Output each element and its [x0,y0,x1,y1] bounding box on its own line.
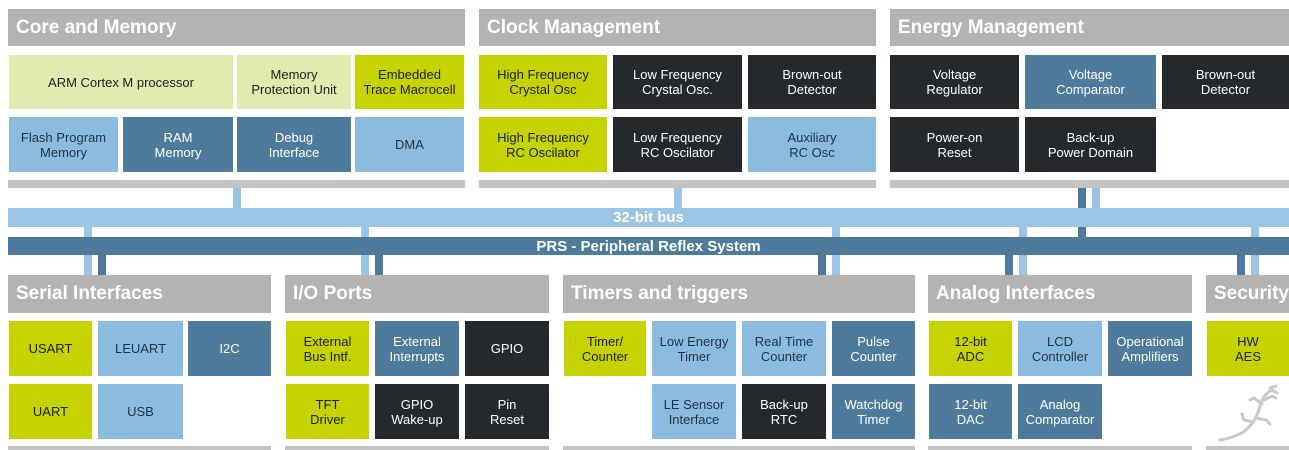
block-flash-program-memory[interactable]: Flash Program Memory [9,117,118,172]
block-brown-out-detector-energy[interactable]: Brown-out Detector [1162,55,1289,109]
block-operational-amplifiers[interactable]: Operational Amplifiers [1108,321,1192,376]
bus-prs: PRS - Peripheral Reflex System [8,237,1289,255]
section-header-energy-management: Energy Management [890,9,1289,46]
block-12bit-adc[interactable]: 12-bit ADC [929,321,1012,376]
connector-serial-prs [98,255,106,275]
block-hf-crystal-osc[interactable]: High Frequency Crystal Osc [479,55,607,109]
section-base-clock [479,180,876,188]
gecko-icon [1212,384,1288,444]
block-external-bus-interface[interactable]: External Bus Intf. [286,321,369,376]
connector-serial-bus-b [84,255,92,275]
block-ram-memory[interactable]: RAM Memory [123,117,233,172]
block-debug-interface[interactable]: Debug Interface [237,117,351,172]
connector-serial-bus-a [84,227,92,237]
section-base-io [285,446,549,450]
block-hw-aes[interactable]: HW AES [1207,321,1289,376]
block-power-on-reset[interactable]: Power-on Reset [890,117,1019,172]
block-external-interrupts[interactable]: External Interrupts [375,321,459,376]
section-header-timers-triggers: Timers and triggers [563,275,915,313]
connector-security-bus-b [1251,255,1259,275]
block-timer-counter[interactable]: Timer/ Counter [564,321,646,376]
block-dma[interactable]: DMA [355,117,464,172]
block-arm-cortex-m[interactable]: ARM Cortex M processor [9,55,233,109]
connector-energy-prs-mid [1078,227,1086,237]
connector-analog-bus-b [1019,255,1027,275]
block-watchdog-timer[interactable]: Watchdog Timer [832,384,915,439]
section-base-energy [890,180,1289,188]
bus-32bit: 32-bit bus [8,208,1289,227]
block-hf-rc-oscillator[interactable]: High Frequency RC Oscilator [479,117,607,172]
block-pin-reset[interactable]: Pin Reset [465,384,549,439]
block-pulse-counter[interactable]: Pulse Counter [832,321,915,376]
section-base-analog [928,446,1192,450]
section-header-io-ports: I/O Ports [285,275,549,313]
block-le-sensor-interface[interactable]: LE Sensor Interface [652,384,736,439]
block-usart[interactable]: USART [9,321,92,376]
connector-security-prs [1237,255,1245,275]
block-voltage-comparator[interactable]: Voltage Comparator [1025,55,1156,109]
connector-timers-bus-a [832,227,840,237]
block-usb[interactable]: USB [98,384,183,439]
section-header-analog-interfaces: Analog Interfaces [928,275,1192,313]
connector-io-prs [375,255,383,275]
block-lcd-controller[interactable]: LCD Controller [1018,321,1102,376]
block-backup-rtc[interactable]: Back-up RTC [742,384,826,439]
connector-energy-bus [1092,188,1100,208]
connector-analog-bus-a [1019,227,1027,237]
block-gpio-wake-up[interactable]: GPIO Wake-up [375,384,459,439]
connector-energy-prs [1078,188,1086,208]
connector-core-bus [233,188,241,208]
connector-clock-bus [674,188,682,208]
block-auxiliary-rc-osc[interactable]: Auxiliary RC Osc [748,117,876,172]
block-i2c[interactable]: I2C [188,321,271,376]
block-12bit-dac[interactable]: 12-bit DAC [929,384,1012,439]
section-base-security [1206,446,1289,450]
block-leuart[interactable]: LEUART [98,321,183,376]
block-voltage-regulator[interactable]: Voltage Regulator [890,55,1019,109]
block-lf-rc-oscillator[interactable]: Low Frequency RC Oscilator [613,117,742,172]
block-lf-crystal-osc[interactable]: Low Frequency Crystal Osc. [613,55,742,109]
block-backup-power-domain[interactable]: Back-up Power Domain [1025,117,1156,172]
connector-io-bus-b [361,255,369,275]
connector-analog-prs [1005,255,1013,275]
connector-security-bus-a [1251,227,1259,237]
section-header-security: Security [1206,275,1289,313]
section-header-core-memory: Core and Memory [8,9,465,46]
connector-timers-prs [818,255,826,275]
connector-io-bus-a [361,227,369,237]
block-uart[interactable]: UART [9,384,92,439]
block-analog-comparator[interactable]: Analog Comparator [1018,384,1102,439]
section-base-timers [563,446,915,450]
section-base-serial [8,446,271,450]
section-base-core [8,180,465,188]
block-low-energy-timer[interactable]: Low Energy Timer [652,321,736,376]
block-brown-out-detector-clock[interactable]: Brown-out Detector [748,55,876,109]
section-header-clock-management: Clock Management [479,9,876,46]
block-memory-protection-unit[interactable]: Memory Protection Unit [237,55,351,109]
block-real-time-counter[interactable]: Real Time Counter [742,321,826,376]
block-embedded-trace-macrocell[interactable]: Embedded Trace Macrocell [355,55,464,109]
block-tft-driver[interactable]: TFT Driver [286,384,369,439]
block-gpio[interactable]: GPIO [465,321,549,376]
section-header-serial-interfaces: Serial Interfaces [8,275,271,313]
connector-timers-bus-b [832,255,840,275]
